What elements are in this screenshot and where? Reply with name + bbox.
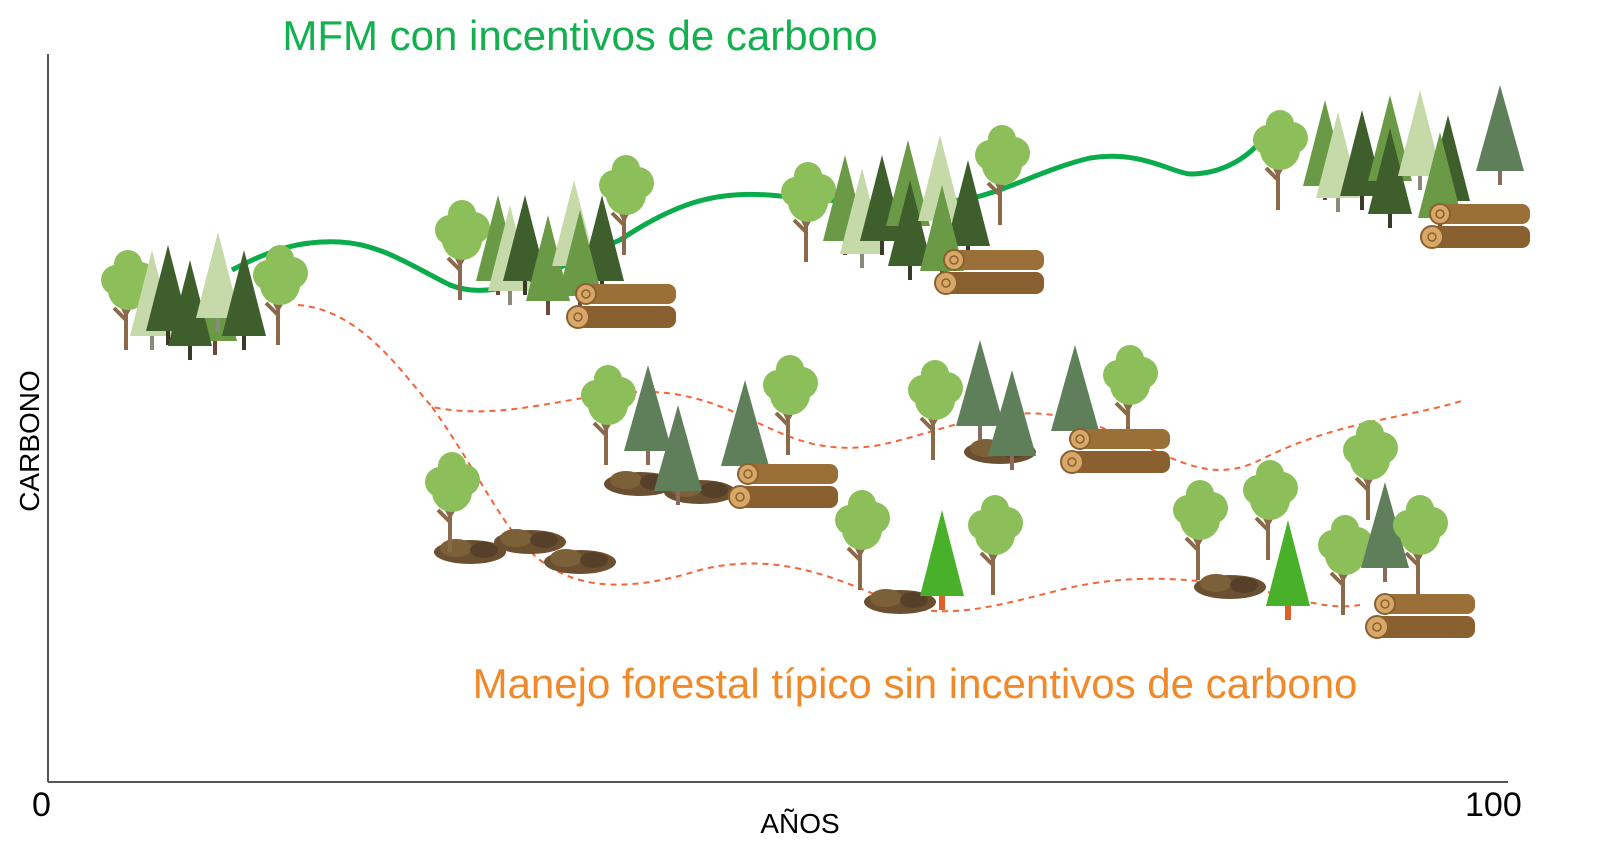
tree-cluster-start bbox=[99, 232, 310, 360]
tree-cluster-3 bbox=[779, 123, 1045, 295]
typical-title: Manejo forestal típico sin incentivos de… bbox=[472, 660, 1358, 707]
x-tick-start: 0 bbox=[32, 786, 51, 824]
x-tick-end: 100 bbox=[1465, 786, 1522, 824]
typical-line-upper bbox=[297, 304, 1466, 471]
tree-cluster-end bbox=[1251, 85, 1531, 249]
typical-cluster-e bbox=[833, 488, 1025, 614]
x-axis-label: AÑOS bbox=[760, 808, 840, 839]
tree-cluster-2 bbox=[433, 153, 677, 329]
typical-cluster-d bbox=[423, 450, 616, 574]
typical-cluster-b bbox=[906, 340, 1171, 474]
mfm-line bbox=[230, 138, 1264, 293]
mfm-title: MFM con incentivos de carbono bbox=[282, 12, 878, 59]
y-axis-label: CARBONO bbox=[14, 370, 45, 512]
typical-cluster-a bbox=[579, 353, 839, 509]
